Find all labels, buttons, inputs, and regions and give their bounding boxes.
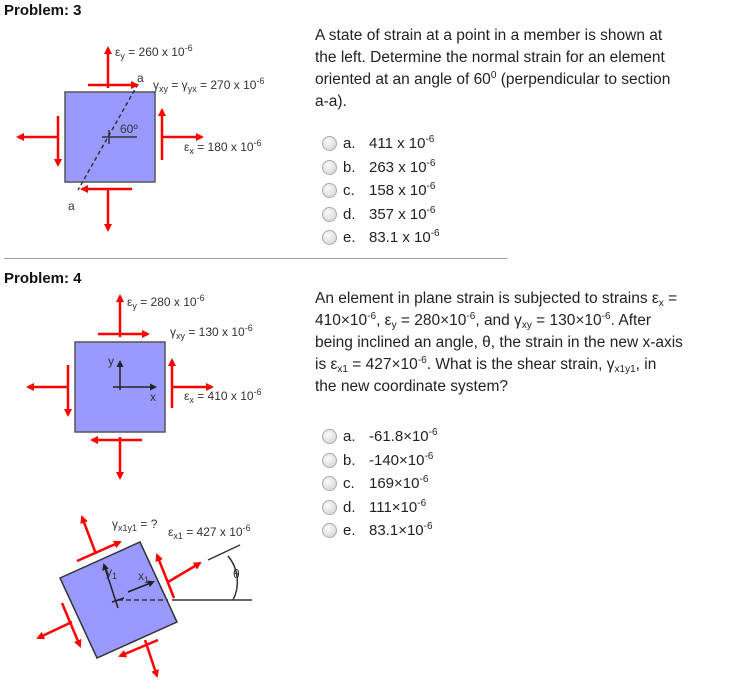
problem-4-options: a.-61.8×10-6 b.-140×10-6 c.169×10-6 d.11… xyxy=(322,425,438,543)
svg-text:εx = 180 x 10-6: εx = 180 x 10-6 xyxy=(184,138,262,156)
problem-4-option-e[interactable]: e.83.1×10-6 xyxy=(322,519,438,543)
problem-4-option-d[interactable]: d.111×10-6 xyxy=(322,496,438,520)
radio-button[interactable] xyxy=(322,523,337,539)
radio-button[interactable] xyxy=(322,476,337,492)
svg-text:γxy = 130 x 10-6: γxy = 130 x 10-6 xyxy=(170,323,253,341)
svg-text:εx1 = 427 x 10-6: εx1 = 427 x 10-6 xyxy=(168,523,251,541)
section-line-a-a xyxy=(77,83,139,191)
problem-3-question: A state of strain at a point in a member… xyxy=(315,27,671,110)
svg-text:εx = 410 x 10-6: εx = 410 x 10-6 xyxy=(184,387,262,405)
svg-text:γx1y1 = ?: γx1y1 = ? xyxy=(112,517,158,533)
axis-y-label: y xyxy=(108,354,114,368)
svg-text:εy = 260 x 10-6: εy = 260 x 10-6 xyxy=(115,43,193,61)
problem-4-option-a[interactable]: a.-61.8×10-6 xyxy=(322,425,438,449)
radio-button[interactable] xyxy=(322,499,337,515)
problem-3-title: Problem: 3 xyxy=(4,2,82,19)
problem-4-title: Problem: 4 xyxy=(4,270,82,287)
svg-text:εy = 280 x 10-6: εy = 280 x 10-6 xyxy=(127,293,205,311)
section-divider xyxy=(4,258,507,259)
problem-4-option-c[interactable]: c.169×10-6 xyxy=(322,472,438,496)
problem-3-option-b[interactable]: b.263 x 10-6 xyxy=(322,156,440,180)
problem-3-option-c[interactable]: c.158 x 10-6 xyxy=(322,179,440,203)
radio-button[interactable] xyxy=(322,159,337,175)
svg-text:γxy = γyx = 270 x 10-6: γxy = γyx = 270 x 10-6 xyxy=(153,76,264,94)
radio-button[interactable] xyxy=(322,136,337,152)
problem-4-question: An element in plane strain is subjected … xyxy=(315,290,683,395)
problem-3-option-d[interactable]: d.357 x 10-6 xyxy=(322,203,440,227)
radio-button[interactable] xyxy=(322,452,337,468)
section-label-top: a xyxy=(137,71,144,85)
problem-4-strain-figure-rotated: θ y1 x1 γx1y1 = ? εx1 = 427 x 10-6 xyxy=(36,515,252,678)
radio-button[interactable] xyxy=(322,206,337,222)
problem-4-strain-figure-top: y x εy = 280 x 10-6 γxy = 130 x 10-6 εx … xyxy=(26,293,262,480)
problem-3-options: a.411 x 10-6 b.263 x 10-6 c.158 x 10-6 d… xyxy=(322,132,440,250)
svg-text:x1: x1 xyxy=(138,569,149,585)
axis-x-label: x xyxy=(150,390,156,404)
section-label-bottom: a xyxy=(68,199,75,213)
theta-label: θ xyxy=(233,567,240,581)
problem-3-strain-figure: 60º εy = 260 x 10-6 a γxy = γyx = 270 x … xyxy=(16,43,264,232)
problem-3-option-a[interactable]: a.411 x 10-6 xyxy=(322,132,440,156)
problem-3-option-e[interactable]: e.83.1 x 10-6 xyxy=(322,226,440,250)
radio-button[interactable] xyxy=(322,183,337,199)
radio-button[interactable] xyxy=(322,230,337,246)
angle-60-label: 60º xyxy=(120,122,138,136)
problem-4-option-b[interactable]: b.-140×10-6 xyxy=(322,449,438,473)
svg-text:y1: y1 xyxy=(106,565,117,581)
radio-button[interactable] xyxy=(322,429,337,445)
